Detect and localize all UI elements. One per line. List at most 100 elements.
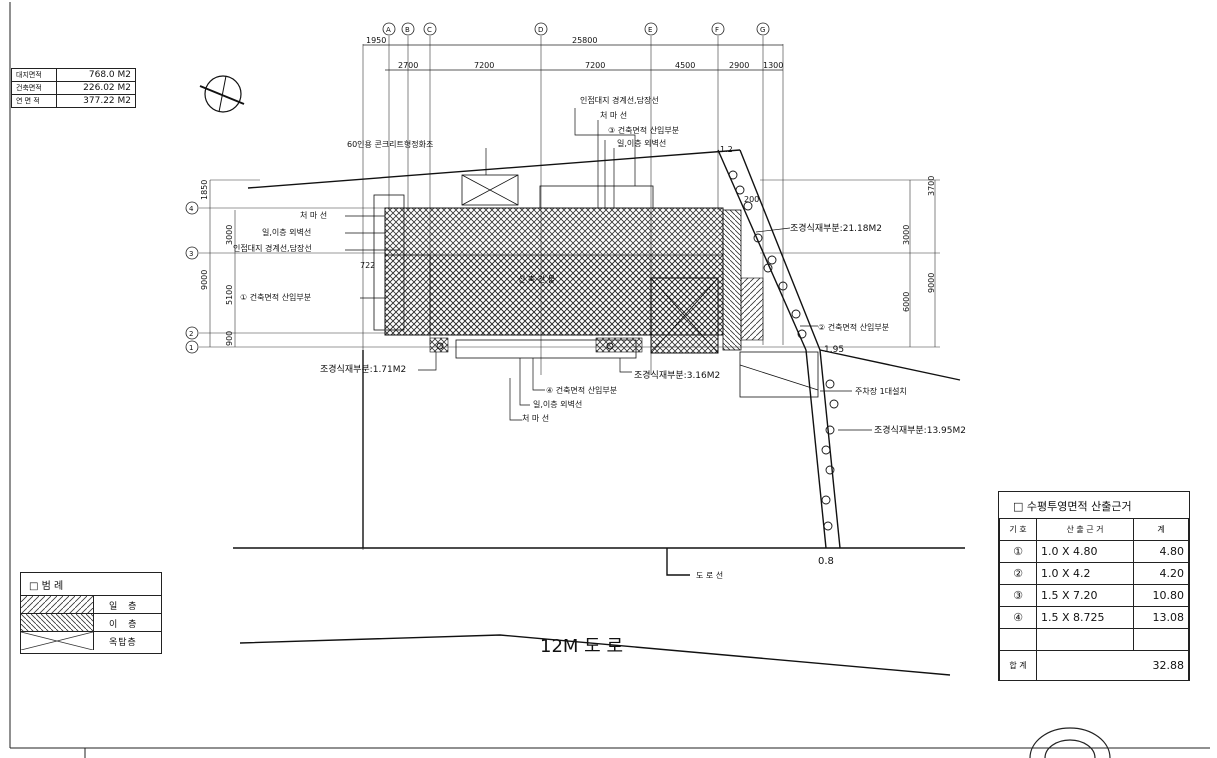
label-landscape-left: 조경식재부분:1.71M2 [320,363,406,375]
legend-label: 일 층 [109,602,141,612]
label-callout-4: ④ 건축면적 산입부분 [546,385,617,395]
label-adjacent-boundary-left: 인접대지 경계선,담장선 [233,243,312,253]
legend-title: □ 범 례 [29,581,64,592]
grid-col-label: C [427,26,432,34]
legend-swatch-rooftop [21,632,94,650]
calc-total: 4.80 [1133,540,1189,563]
legend-row: 옥탑층 [21,631,161,650]
area-value: 768.0 M2 [56,68,136,82]
label-outer-wall-bottom: 일,이층 외벽선 [533,399,582,409]
grid-col-label: D [538,26,543,34]
calc-grid: 기 호 산 출 근 거 계 ① 1.0 X 4.80 4.80 ② 1.0 X … [999,518,1189,681]
grid-bubbles-top [382,22,770,36]
label-callout-1: ① 건축면적 산입부분 [240,292,311,302]
table-row-empty [999,628,1189,651]
site-boundary [233,149,965,549]
calc-symbol: ③ [999,584,1037,607]
seal-stamp-icon [1029,727,1111,758]
calc-total: 4.20 [1133,562,1189,585]
sum-label: 합 계 [999,650,1037,681]
label-parking: 주차장 1대설치 [855,386,907,396]
label-building: 신 축 건 물 [518,274,555,284]
empty-cell [999,628,1037,651]
calc-formula: 1.5 X 7.20 [1036,584,1134,607]
landscape-tree-icons [436,170,839,531]
label-outer-wall-left: 일,이층 외벽선 [262,227,311,237]
dim-label: 1.95 [824,345,844,355]
label-outer-wall: 일,이층 외벽선 [617,138,666,148]
label-road-line: 도 로 선 [696,571,723,580]
sheet-frame [9,2,1210,758]
grid-row-label: 2 [189,330,193,338]
dim-label: 9000 [927,273,936,293]
table-row-sum: 합 계 32.88 [999,650,1189,681]
calc-symbol: ① [999,540,1037,563]
dim-label: 722 [360,261,375,270]
calc-title: □ 수평투영면적 산출근거 [1013,500,1132,513]
dim-label: 6000 [902,292,911,312]
label-eave-line-bottom: 처 마 선 [522,414,549,423]
grid-col-label: A [386,26,391,34]
top-dimension-lines [363,44,783,71]
label-landscape-mid: 조경식재부분:3.16M2 [634,369,720,381]
building-footprint [373,185,764,359]
label-adjacent-boundary: 인접대지 경계선,담장선 [580,95,659,105]
table-row: 건축면적 226.02 M2 [11,81,136,95]
label-eave-line: 처 마 선 [600,111,627,120]
legend-row: 일 층 [21,595,161,614]
dim-label: 9000 [200,270,209,290]
header-cell: 계 [1133,518,1189,541]
road-line [239,548,951,676]
area-value: 226.02 M2 [56,81,136,95]
projection-area-calc-table: □ 수평투영면적 산출근거 기 호 산 출 근 거 계 ① 1.0 X 4.80… [998,491,1190,681]
dim-label: 1300 [763,61,783,70]
grid-row-label: 4 [189,205,194,213]
grid-bubbles-left [185,201,199,354]
area-label: 대지면적 [11,68,57,82]
legend-swatch-first-floor [21,596,94,614]
dim-label: 200 [744,195,759,204]
sum-value: 32.88 [1036,650,1189,681]
legend-row: 이 층 [21,613,161,632]
grid-lines-horizontal [199,179,940,348]
label-callout-3: ③ 건축면적 산입부분 [608,125,679,135]
label-eave-line-left: 처 마 선 [300,211,327,220]
empty-cell [1036,628,1134,651]
label-landscape-right: 조경식재부분:21.18M2 [790,222,882,234]
area-summary-table: 대지면적 768.0 M2 건축면적 226.02 M2 연 면 적 377.2… [11,68,136,108]
dim-label: 4500 [675,61,695,70]
label-septic-tank: 60인용 콘크리트형정화조 [347,139,433,149]
dim-label: 1950 [366,36,386,45]
dim-label: 5100 [225,285,234,305]
calc-symbol: ② [999,562,1037,585]
grid-col-label: F [715,26,719,34]
dim-label: 1850 [200,180,209,200]
dim-label: 2700 [398,61,418,70]
area-value: 377.22 M2 [56,94,136,108]
leader-lines [345,108,872,431]
table-row: ④ 1.5 X 8.725 13.08 [999,606,1189,629]
legend-label: 옥탑층 [109,638,137,648]
legend: □ 범 례 일 층 이 층 옥탑층 [20,572,162,654]
grid-col-label: B [405,26,410,34]
legend-label: 이 층 [109,620,141,630]
table-row: ③ 1.5 X 7.20 10.80 [999,584,1189,607]
calc-formula: 1.5 X 8.725 [1036,606,1134,629]
dim-label: 3700 [927,176,936,196]
parking-space [739,351,819,398]
grid-row-label: 3 [189,250,193,258]
header-cell: 기 호 [999,518,1037,541]
dim-label: 7200 [474,61,494,70]
dim-label: 2900 [729,61,749,70]
calc-total: 10.80 [1133,584,1189,607]
header-cell: 산 출 근 거 [1036,518,1134,541]
dim-label: 25800 [572,36,597,45]
legend-swatch-second-floor [21,614,94,632]
dim-label: 1.2 [720,145,733,154]
dim-label: 3000 [225,225,234,245]
calc-total: 13.08 [1133,606,1189,629]
dim-label: 7200 [585,61,605,70]
empty-cell [1133,628,1189,651]
table-header-row: 기 호 산 출 근 거 계 [999,518,1189,541]
